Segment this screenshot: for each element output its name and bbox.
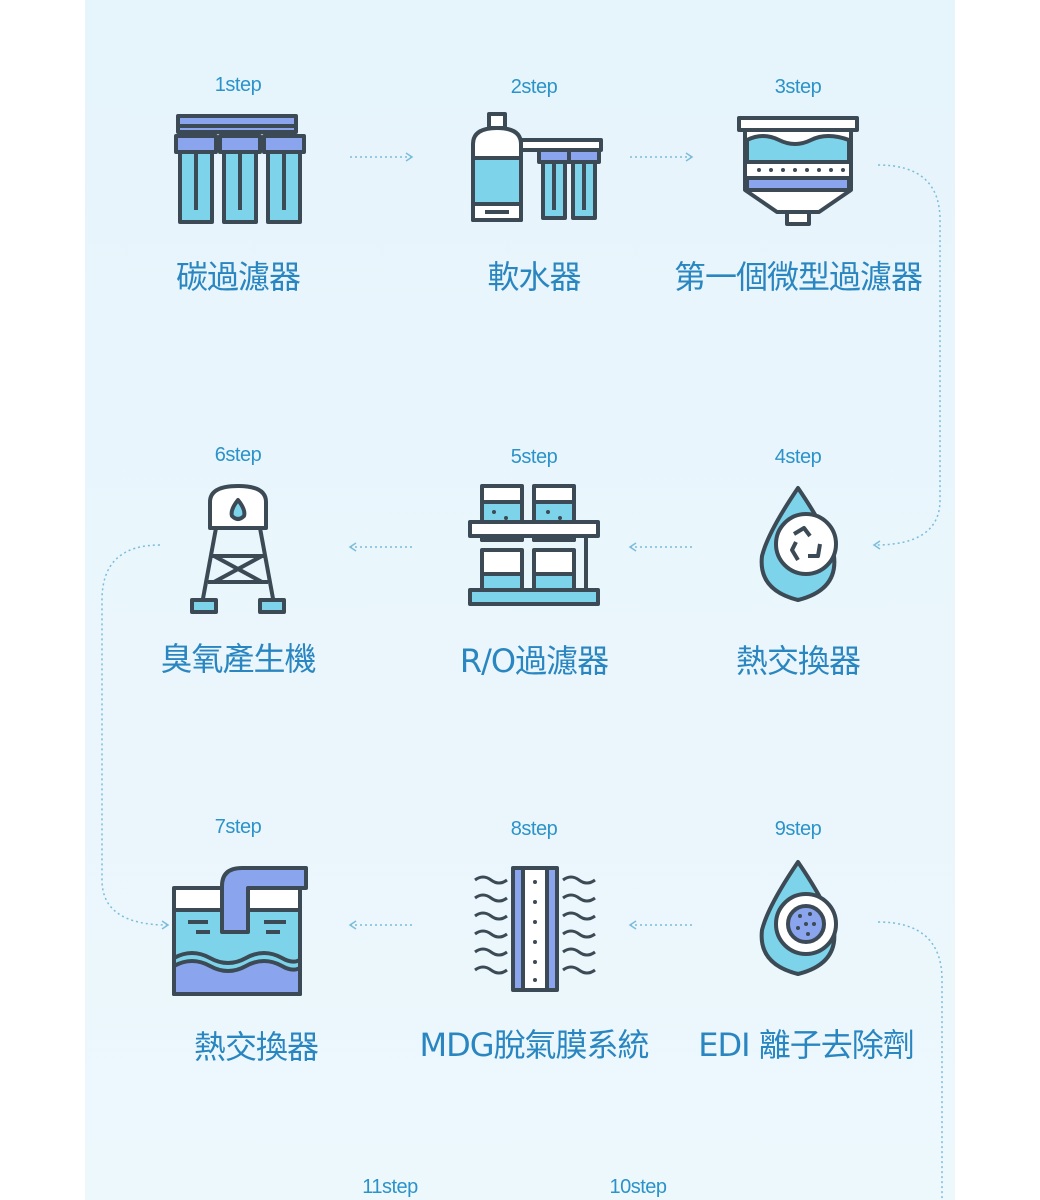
- step-name: 碳過濾器: [175, 258, 301, 296]
- ro-filter-icon: [414, 482, 654, 606]
- step-label: 11step: [362, 1176, 418, 1198]
- edi-drop-icon: [678, 856, 918, 976]
- step-label: 10step: [609, 1176, 667, 1198]
- step-name: MDG脫氣膜系統: [419, 1026, 649, 1064]
- heat-exchanger-drop-icon: [678, 482, 918, 602]
- water-softener-icon: [414, 110, 654, 230]
- step-label: 1step: [214, 74, 262, 96]
- step-name: EDI 離子去除劑: [698, 1026, 914, 1064]
- step-label: 5step: [510, 446, 558, 468]
- step-label: 6step: [214, 444, 262, 466]
- step-label: 8step: [510, 818, 558, 840]
- ozone-tower-icon: [118, 482, 358, 614]
- carbon-filter-icon: [118, 110, 358, 230]
- step-name: 臭氧產生機: [160, 640, 316, 678]
- step-name: 熱交換器: [193, 1028, 319, 1066]
- micro-filter-icon: [678, 112, 918, 232]
- step-name: 第一個微型過濾器: [673, 258, 923, 296]
- step-label: 2step: [510, 76, 558, 98]
- step-name: 軟水器: [487, 258, 581, 296]
- step-label: 9step: [774, 818, 822, 840]
- step-label: 7step: [214, 816, 262, 838]
- step-label: 4step: [774, 446, 822, 468]
- step-label: 3step: [774, 76, 822, 98]
- step-name: 熱交換器: [735, 642, 861, 680]
- heat-exchanger-tank-icon: [118, 862, 358, 996]
- step-name: R/O過濾器: [459, 642, 609, 680]
- membrane-icon: [414, 858, 654, 992]
